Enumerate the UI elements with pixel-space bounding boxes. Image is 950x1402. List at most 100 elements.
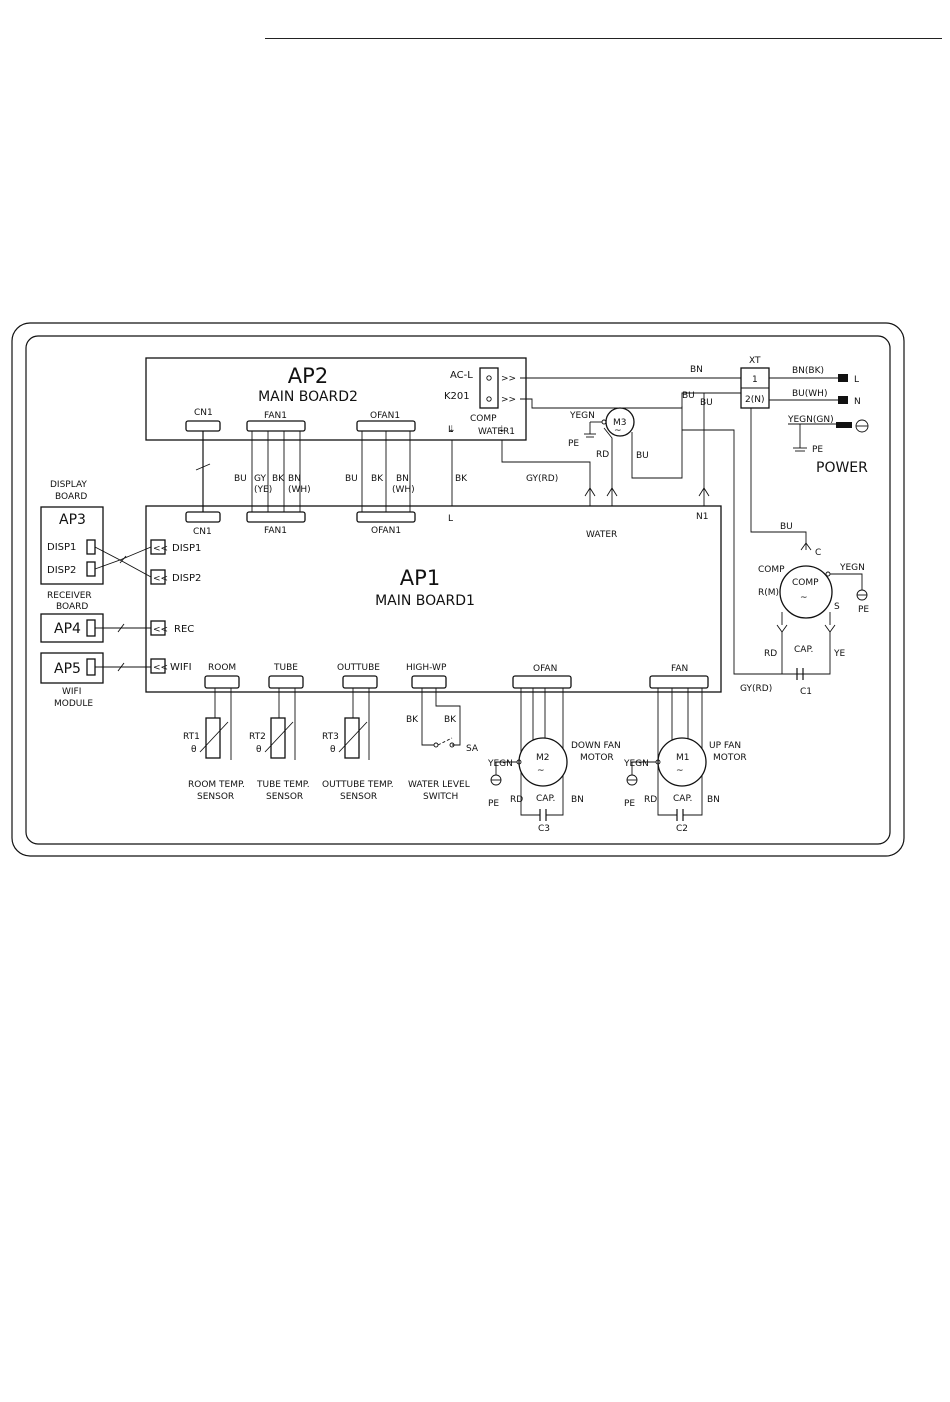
svg-text:BK: BK	[455, 474, 468, 484]
svg-text:SENSOR: SENSOR	[266, 792, 303, 802]
svg-text:CAP.: CAP.	[794, 645, 813, 655]
xt-terminal-block: XT 1 2(N)	[740, 356, 770, 409]
svg-text:GY(RD): GY(RD)	[526, 474, 558, 484]
ap1-cn1-label: CN1	[193, 527, 212, 537]
svg-text:PE: PE	[624, 799, 635, 809]
svg-text:AP5: AP5	[54, 661, 81, 677]
svg-text:YEGN(GN): YEGN(GN)	[787, 415, 834, 425]
svg-text:RT2: RT2	[249, 732, 266, 742]
svg-text:BOARD: BOARD	[55, 492, 87, 502]
svg-text:BU: BU	[682, 391, 695, 401]
ap2-acl-label: AC-L	[450, 370, 473, 381]
svg-text:>>: >>	[501, 395, 516, 405]
svg-text:S: S	[834, 602, 840, 612]
svg-text:~: ~	[800, 593, 808, 603]
svg-text:MODULE: MODULE	[54, 699, 93, 709]
svg-text:BN: BN	[288, 474, 301, 484]
ap2-ofan1-label: OFAN1	[370, 411, 400, 421]
svg-text:BK: BK	[272, 474, 285, 484]
svg-text:RD: RD	[764, 649, 777, 659]
svg-text:OFAN: OFAN	[533, 664, 557, 674]
svg-text:TUBE: TUBE	[273, 663, 298, 673]
ap2-name: MAIN BOARD2	[258, 389, 358, 405]
svg-text:YEGN: YEGN	[487, 759, 513, 769]
compressor: BU C COMP ~ COMP R(M) S YEGN PE RD YE CA…	[682, 408, 869, 697]
fan1-harness: BU GY (YE) BK BN (WH)	[234, 431, 311, 512]
svg-text:RD: RD	[644, 795, 657, 805]
ofan1-harness: BU BK BN (WH)	[345, 431, 415, 512]
svg-text:DISP1: DISP1	[47, 542, 76, 553]
svg-text:RT1: RT1	[183, 732, 200, 742]
svg-text:θ: θ	[191, 745, 197, 755]
svg-text:RT3: RT3	[322, 732, 339, 742]
svg-text:BU: BU	[345, 474, 358, 484]
ap3-display-board: DISPLAY BOARD AP3 DISP1 DISP2	[40, 480, 152, 585]
ap1-water-label: WATER	[586, 530, 617, 540]
svg-text:M3: M3	[613, 418, 627, 428]
svg-text:SWITCH: SWITCH	[423, 792, 458, 802]
svg-text:~: ~	[676, 766, 684, 776]
svg-text:YEGN: YEGN	[569, 411, 595, 421]
svg-text:RECEIVER: RECEIVER	[47, 591, 92, 601]
inner-frame	[25, 335, 891, 845]
svg-text:C1: C1	[800, 687, 812, 697]
svg-text:MOTOR: MOTOR	[713, 753, 747, 763]
svg-text:PE: PE	[812, 445, 823, 455]
svg-text:L: L	[448, 514, 453, 524]
ap1-cn1-connector	[185, 511, 221, 523]
ap2-board: AP2 MAIN BOARD2 AC-L K201 >> >> COMP WAT…	[145, 357, 527, 441]
ap1-board: AP1 MAIN BOARD1 CN1 FAN1 OFAN1 WATER N1 …	[145, 505, 722, 693]
svg-text:(YE): (YE)	[254, 485, 272, 495]
ap2-relay-block	[479, 367, 499, 409]
svg-text:UP FAN: UP FAN	[709, 741, 741, 751]
outer-frame	[11, 322, 905, 857]
svg-text:ROOM TEMP.: ROOM TEMP.	[188, 780, 245, 790]
svg-text:HIGH-WP: HIGH-WP	[406, 663, 447, 673]
tube-temp-sensor: TUBE RT2 θ TUBE TEMP. SENSOR	[249, 663, 310, 802]
room-temp-sensor: ROOM RT1 θ ROOM TEMP. SENSOR	[183, 663, 245, 802]
svg-text:BN: BN	[707, 795, 720, 805]
svg-text:(WH): (WH)	[288, 485, 311, 495]
ap1-fan1-connector	[246, 511, 306, 523]
svg-text:θ: θ	[330, 745, 336, 755]
m3-pump-motor: M3 ~ YEGN PE BU	[568, 406, 683, 479]
svg-text:GY: GY	[254, 474, 267, 484]
outtube-temp-sensor: OUTTUBE RT3 θ OUTTUBE TEMP. SENSOR	[322, 663, 394, 802]
svg-text:CAP.: CAP.	[536, 794, 555, 804]
svg-text:PE: PE	[488, 799, 499, 809]
svg-text:1: 1	[752, 375, 758, 385]
svg-text:SENSOR: SENSOR	[197, 792, 234, 802]
ap1-ofan1-connector	[356, 511, 416, 523]
ap2-comp-label: COMP	[470, 414, 497, 424]
svg-text:C3: C3	[538, 824, 550, 834]
ap2-water1-label: WATER1	[478, 427, 515, 437]
svg-text:OUTTUBE TEMP.: OUTTUBE TEMP.	[322, 780, 394, 790]
svg-text:SENSOR: SENSOR	[340, 792, 377, 802]
ap5-wifi-module: AP5 WIFI MODULE	[40, 652, 151, 709]
svg-text:WIFI: WIFI	[62, 687, 81, 697]
svg-text:YEGN: YEGN	[623, 759, 649, 769]
svg-text:POWER: POWER	[816, 460, 868, 476]
up-fan-motor: FAN M1 ~ YEGN PE RD BN CAP. C2 UP FAN MO…	[623, 664, 747, 834]
svg-text:BU: BU	[700, 398, 713, 408]
svg-text:L: L	[448, 425, 453, 435]
svg-text:L: L	[854, 375, 859, 385]
ap2-id: AP2	[288, 364, 328, 388]
svg-text:ROOM: ROOM	[208, 663, 236, 673]
svg-text:N: N	[854, 397, 861, 407]
svg-text:<<: <<	[153, 544, 168, 554]
svg-text:BN: BN	[571, 795, 584, 805]
svg-text:DOWN FAN: DOWN FAN	[571, 741, 621, 751]
svg-text:M1: M1	[676, 753, 690, 763]
ap2-cn1-connector	[185, 420, 221, 432]
ap1-wifi-label: WIFI	[170, 662, 192, 673]
header-rule	[265, 38, 942, 39]
ap2-ofan1-connector	[356, 420, 416, 432]
svg-text:R(M): R(M)	[758, 588, 779, 598]
svg-text:RD: RD	[510, 795, 523, 805]
svg-text:C: C	[815, 548, 821, 558]
ap1-ofan1-label: OFAN1	[371, 526, 401, 536]
ap1-disp2-label: DISP2	[172, 573, 201, 584]
svg-text:AP3: AP3	[59, 512, 86, 528]
svg-text:GY(RD): GY(RD)	[740, 684, 772, 694]
